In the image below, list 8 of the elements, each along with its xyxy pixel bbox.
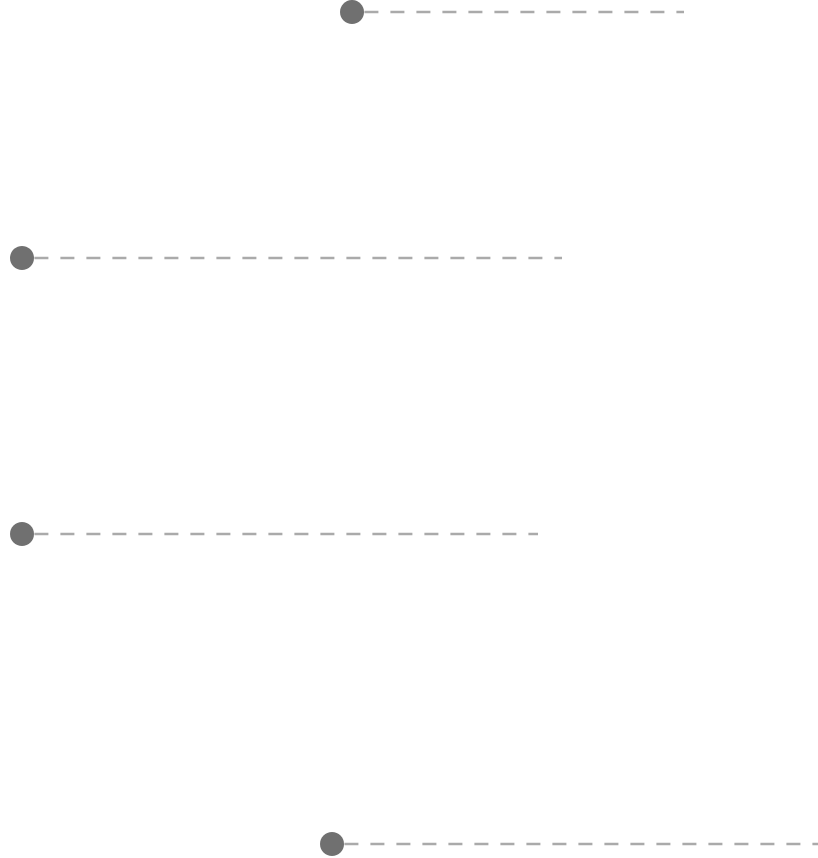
leader-line [34, 256, 562, 260]
leader-line [34, 532, 538, 536]
dot [320, 832, 344, 856]
leader-line [344, 842, 818, 846]
dot [10, 522, 34, 546]
dot [340, 0, 364, 24]
leader-line [364, 10, 684, 14]
dot [10, 246, 34, 270]
